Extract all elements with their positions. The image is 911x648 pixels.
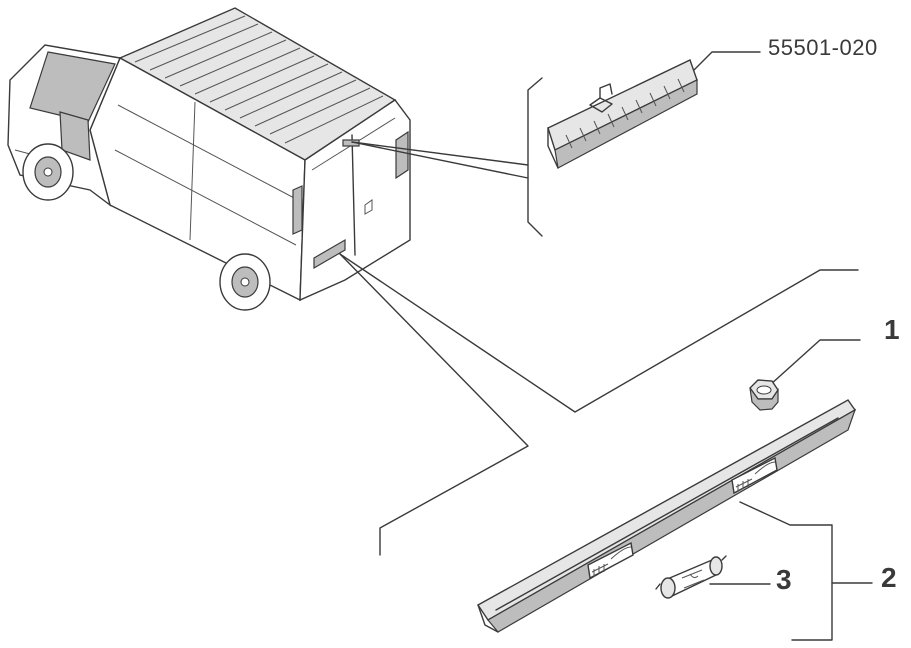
- number-plate-light-part: [476, 399, 857, 633]
- hex-nut-part: [749, 379, 779, 411]
- high-stop-light-part: [547, 59, 698, 169]
- callout-3-label: 3: [776, 564, 792, 595]
- bracket-stop-light: [527, 77, 543, 237]
- roof-ribs: [134, 15, 384, 144]
- festoon-bulb-part: [655, 555, 727, 599]
- leader-plate-light-upper: [339, 253, 859, 413]
- leader-part-number: [691, 51, 761, 73]
- van-rear-wheel: [219, 253, 271, 311]
- callout-1-label: 1: [884, 314, 900, 345]
- leader-stop-light-lower: [351, 141, 529, 179]
- van-illustration: [7, 7, 411, 311]
- lamp-window-left: [587, 541, 634, 580]
- leader-plate-light-lower: [339, 253, 529, 556]
- lamp-window-right: [731, 456, 778, 495]
- leader-lines: [339, 51, 873, 641]
- callout-2-label: 2: [881, 562, 897, 593]
- van-side-window: [59, 111, 91, 161]
- van-rear-number-plate-light: [313, 238, 346, 270]
- part-number-label: 55501-020: [768, 35, 878, 60]
- bracket-callout-2: [739, 501, 833, 641]
- leader-callout-1: [769, 339, 861, 386]
- van-front-wheel: [22, 143, 74, 201]
- leader-stop-light-upper: [351, 141, 529, 166]
